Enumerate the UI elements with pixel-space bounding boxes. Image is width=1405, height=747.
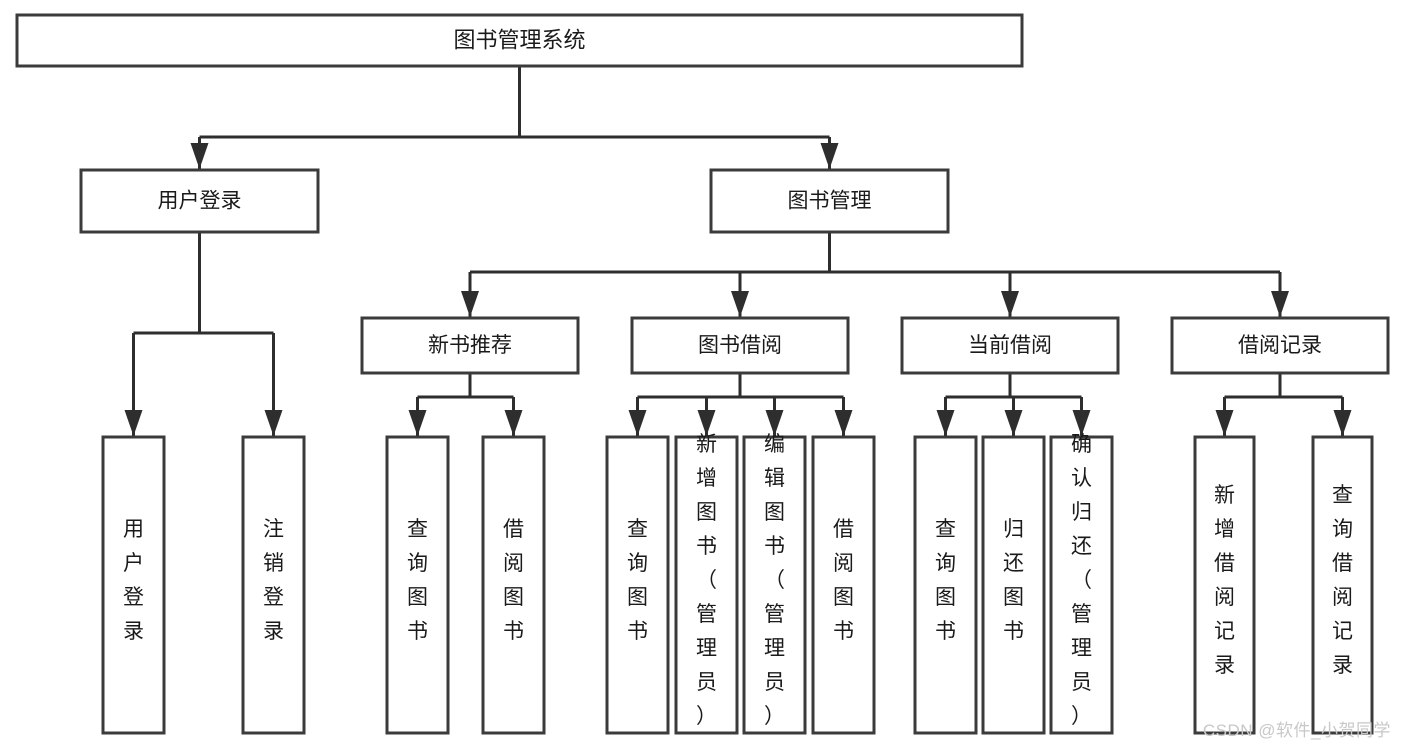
node-book-manage[interactable]: 图书管理 [709,168,950,234]
node-label-borrow-record: 借阅记录 [1238,334,1322,357]
node-label-leaf-query-book-1: 查询图书 [407,518,428,643]
node-label-leaf-add-borrow-record: 新增借阅记录 [1214,484,1235,677]
node-label-new-book-rec: 新书推荐 [428,334,512,357]
connector-layer [124,66,1352,436]
arrow-head-icon-leaf-edit-book-admin [765,410,784,436]
node-label-leaf-user-login: 用户登录 [123,518,144,643]
node-root[interactable]: 图书管理系统 [15,13,1024,68]
node-label-leaf-query-book-3: 查询图书 [935,518,956,643]
node-label-leaf-edit-book-admin: 编辑图书（管理员） [764,433,785,728]
node-leaf-query-book-2[interactable]: 查询图书 [605,435,670,735]
node-label-current-borrow: 当前借阅 [968,334,1052,357]
arrow-head-icon-leaf-add-borrow-record [1215,410,1234,436]
node-label-leaf-add-book-admin: 新增图书（管理员） [696,433,717,728]
arrow-head-icon-leaf-query-book-1 [408,410,427,436]
arrow-head-icon-leaf-query-book-3 [936,410,955,436]
node-label-root: 图书管理系统 [453,27,585,52]
node-label-leaf-borrow-book-1: 借阅图书 [503,518,524,643]
node-leaf-borrow-book-1[interactable]: 借阅图书 [481,435,546,735]
node-label-leaf-borrow-book-2: 借阅图书 [833,518,854,643]
node-layer: 图书管理系统用户登录图书管理新书推荐图书借阅当前借阅借阅记录用户登录注销登录查询… [15,13,1390,735]
arrow-head-icon-user-login [190,143,209,169]
arrow-head-icon-leaf-return-book [1004,410,1023,436]
node-leaf-query-borrow-record[interactable]: 查询借阅记录 [1311,435,1374,735]
node-current-borrow[interactable]: 当前借阅 [900,316,1120,375]
arrow-head-icon-leaf-borrow-book-2 [834,410,853,436]
node-label-leaf-user-logout: 注销登录 [263,518,284,643]
node-label-leaf-query-book-2: 查询图书 [627,518,648,643]
arrow-head-icon-book-manage [820,143,839,169]
node-leaf-query-book-1[interactable]: 查询图书 [385,435,450,735]
node-borrow-record[interactable]: 借阅记录 [1170,316,1390,375]
node-leaf-borrow-book-2[interactable]: 借阅图书 [811,435,876,735]
node-leaf-user-login[interactable]: 用户登录 [101,435,166,735]
node-leaf-edit-book-admin[interactable]: 编辑图书（管理员） [742,433,807,735]
arrow-head-icon-leaf-add-book-admin [697,410,716,436]
node-label-leaf-confirm-return-admin: 确认归还（管理员） [1071,433,1092,728]
arrow-head-icon-current-borrow [1001,291,1019,317]
node-label-leaf-query-borrow-record: 查询借阅记录 [1332,484,1353,677]
arrow-head-icon-leaf-user-login [124,410,143,436]
node-label-book-borrow: 图书借阅 [698,334,782,357]
arrow-head-icon-book-borrow [731,291,749,317]
node-label-book-manage: 图书管理 [788,190,872,213]
node-leaf-add-borrow-record[interactable]: 新增借阅记录 [1193,435,1256,735]
arrow-head-icon-leaf-query-book-2 [628,410,647,436]
node-new-book-rec[interactable]: 新书推荐 [360,316,580,375]
node-label-leaf-return-book: 归还图书 [1003,518,1024,643]
node-leaf-user-logout[interactable]: 注销登录 [241,435,306,735]
node-leaf-return-book[interactable]: 归还图书 [981,435,1046,735]
node-book-borrow[interactable]: 图书借阅 [630,316,850,375]
node-leaf-query-book-3[interactable]: 查询图书 [913,435,978,735]
arrow-head-icon-leaf-borrow-book-1 [504,410,523,436]
arrow-head-icon-new-book-rec [461,291,479,317]
arrow-head-icon-leaf-confirm-return-admin [1072,410,1091,436]
node-leaf-confirm-return-admin[interactable]: 确认归还（管理员） [1049,433,1114,735]
node-leaf-add-book-admin[interactable]: 新增图书（管理员） [674,433,739,735]
node-label-user-login: 用户登录 [158,190,242,213]
node-user-login[interactable]: 用户登录 [79,168,320,234]
arrow-head-icon-leaf-user-logout [264,410,283,436]
arrow-head-icon-borrow-record [1271,291,1289,317]
arrow-head-icon-leaf-query-borrow-record [1333,410,1352,436]
